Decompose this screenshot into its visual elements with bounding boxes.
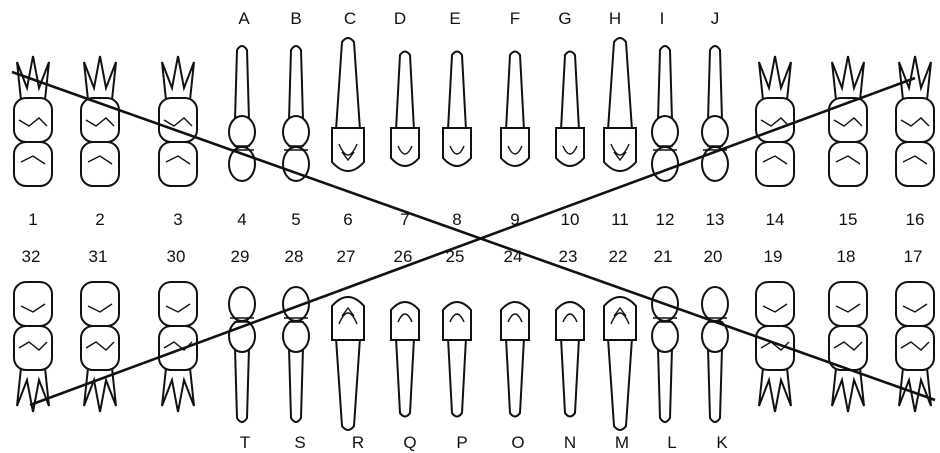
lower-tooth-number: 26 [394,247,413,266]
lower-arch [14,282,934,430]
upper-tooth-12 [652,46,678,181]
lower-tooth-30 [159,282,197,412]
lower-tooth-number: 19 [764,247,783,266]
lower-tooth-22 [604,297,636,430]
lower-tooth-number: 22 [609,247,628,266]
primary-upper-letter: C [344,9,356,28]
upper-tooth-6 [332,38,364,171]
upper-tooth-5 [283,46,309,181]
upper-tooth-15 [829,56,867,186]
lower-tooth-23 [556,302,584,417]
upper-tooth-number: 4 [237,210,246,229]
lower-tooth-32 [14,282,52,412]
lower-tooth-31 [81,282,119,412]
lower-tooth-number: 27 [337,247,356,266]
lower-tooth-number: 31 [89,247,108,266]
upper-tooth-2 [81,56,119,186]
lower-tooth-25 [443,302,471,417]
upper-tooth-8 [443,52,471,167]
upper-tooth-number: 16 [906,210,925,229]
upper-tooth-number: 1 [28,210,37,229]
upper-tooth-13 [702,46,728,181]
lower-tooth-number: 28 [285,247,304,266]
upper-tooth-number: 8 [452,210,461,229]
primary-lower-letter: Q [403,433,416,452]
lower-tooth-number: 29 [231,247,250,266]
lower-tooth-number: 17 [904,247,923,266]
upper-tooth-4 [229,46,255,181]
upper-tooth-number: 6 [343,210,352,229]
lower-tooth-number: 32 [22,247,41,266]
upper-tooth-10 [556,52,584,167]
upper-tooth-number: 3 [173,210,182,229]
lower-tooth-26 [391,302,419,417]
primary-upper-letter: E [449,9,460,28]
lower-tooth-18 [829,282,867,412]
primary-upper-letter: J [711,9,720,28]
upper-tooth-3 [159,56,197,186]
primary-lower-letter: T [240,433,250,452]
upper-arch [14,38,934,186]
primary-lower-letter: L [667,433,676,452]
primary-upper-letter: D [394,9,406,28]
lower-tooth-29 [229,287,255,422]
primary-upper-letter: H [609,9,621,28]
primary-lower-letter: R [352,433,364,452]
upper-tooth-7 [391,52,419,167]
upper-tooth-number: 14 [766,210,785,229]
primary-lower-letter: N [564,433,576,452]
lower-tooth-number: 20 [704,247,723,266]
lower-tooth-20 [702,287,728,422]
lower-tooth-number: 18 [837,247,856,266]
upper-tooth-number: 5 [291,210,300,229]
primary-upper-letter: A [238,9,250,28]
upper-tooth-number: 2 [95,210,104,229]
upper-tooth-number: 11 [611,210,629,229]
upper-tooth-16 [896,56,934,186]
lower-tooth-number: 30 [167,247,186,266]
primary-lower-letter: O [511,433,524,452]
primary-upper-letter: F [510,9,520,28]
primary-upper-letter: G [558,9,571,28]
primary-lower-letter: S [294,433,305,452]
lower-tooth-27 [332,297,364,430]
upper-tooth-number: 13 [706,210,725,229]
lower-tooth-number: 21 [654,247,673,266]
primary-lower-letter: M [615,433,629,452]
lower-tooth-number: 23 [559,247,578,266]
upper-tooth-11 [604,38,636,171]
upper-tooth-9 [501,52,529,167]
upper-tooth-number: 15 [839,210,858,229]
upper-tooth-14 [756,56,794,186]
upper-tooth-number: 12 [656,210,675,229]
primary-lower-letter: P [456,433,467,452]
upper-tooth-number: 10 [561,210,580,229]
lower-tooth-24 [501,302,529,417]
primary-upper-letter: B [290,9,301,28]
primary-lower-letter: K [716,433,728,452]
primary-upper-letter: I [660,9,665,28]
